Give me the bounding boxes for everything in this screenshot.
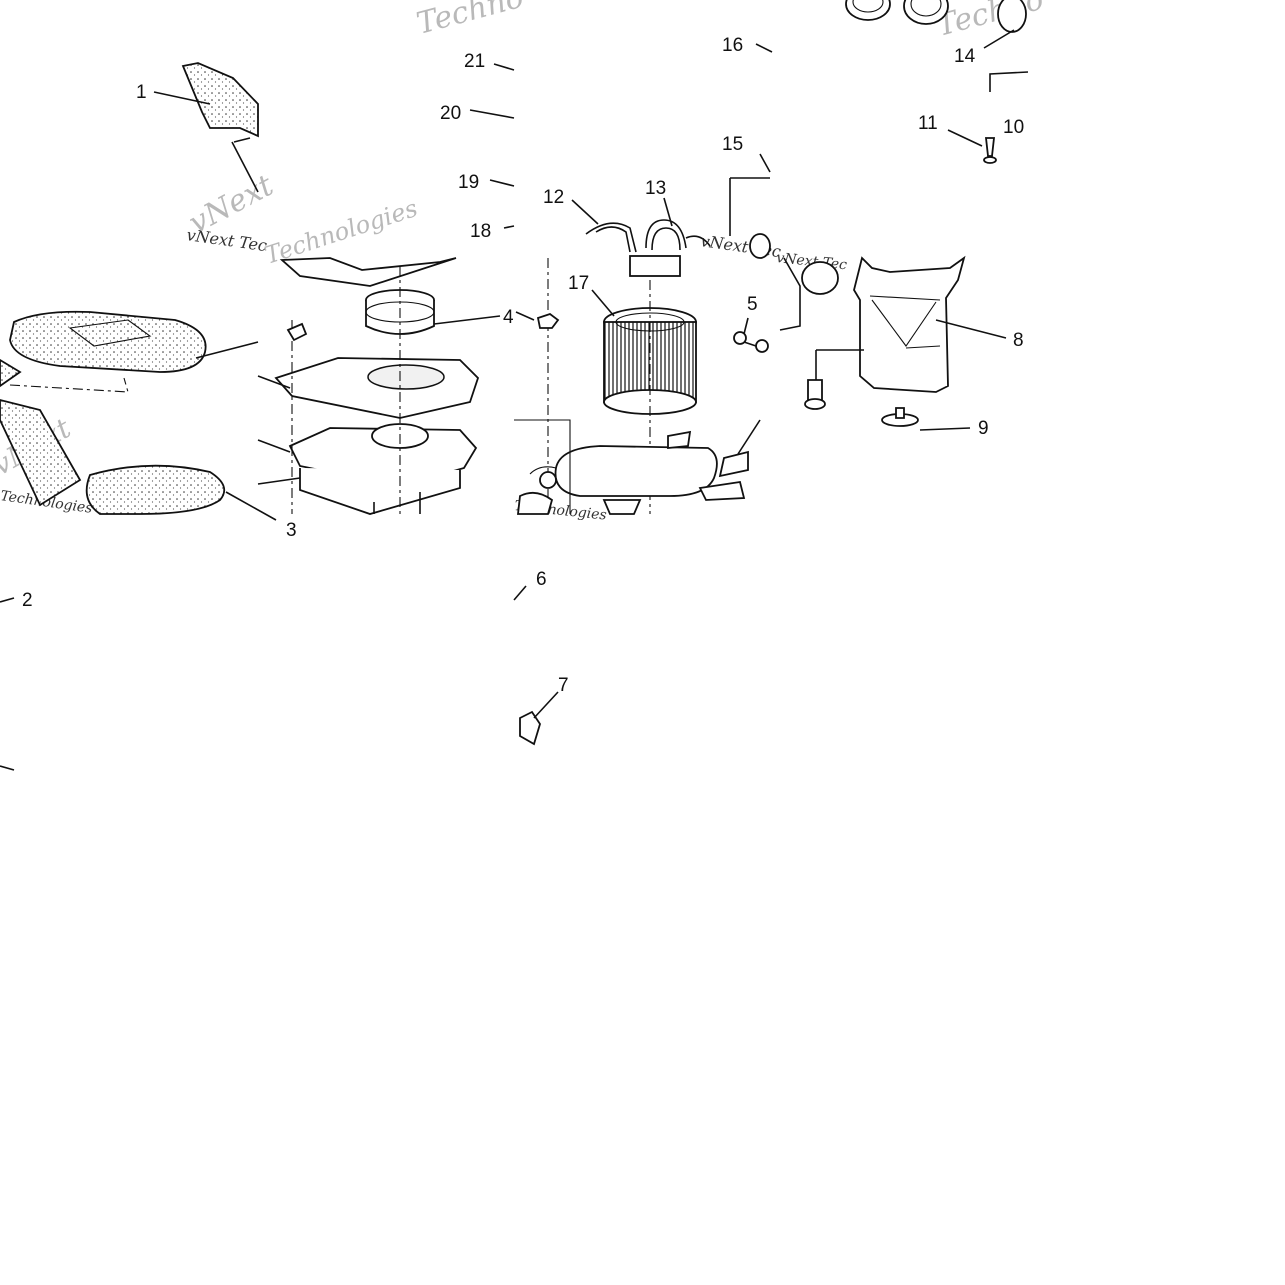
callout-19: 19 — [458, 172, 479, 193]
part-12-13-clamps — [585, 219, 771, 259]
fasteners — [286, 312, 560, 746]
part-17-filter-and-housing — [514, 255, 749, 515]
callout-11: 11 — [918, 113, 938, 134]
callout-21: 21 — [464, 51, 485, 72]
part-8-plenum-box — [779, 255, 966, 427]
callout-15: 15 — [722, 134, 743, 155]
part-1-foam-fin — [181, 62, 259, 193]
callout-3: 3 — [286, 520, 297, 541]
callout-2: 2 — [22, 590, 33, 611]
callout-10: 10 — [1003, 117, 1024, 138]
part-2-foam-pad — [0, 310, 226, 515]
callout-8: 8 — [1013, 330, 1024, 351]
part-5-screw — [733, 331, 769, 353]
watermark: vNext — [183, 167, 280, 241]
callout-18: 18 — [470, 221, 491, 242]
callout-1: 1 — [136, 82, 147, 103]
callout-13: 13 — [645, 178, 666, 199]
callout-16: 16 — [722, 35, 743, 56]
callout-17: 17 — [568, 273, 589, 294]
watermark: Technologies — [261, 194, 421, 270]
callout-20: 20 — [440, 103, 461, 124]
part-14-16-rings — [845, 0, 1029, 164]
callout-12: 12 — [543, 187, 564, 208]
callout-5: 5 — [747, 294, 758, 315]
callout-4: 4 — [503, 307, 514, 328]
part-4-boot-and-plates — [274, 257, 480, 515]
callout-labels: 1 2 3 4 5 6 7 8 9 10 11 12 13 14 15 16 1… — [22, 35, 1024, 696]
callout-6: 6 — [536, 569, 547, 590]
callout-7: 7 — [558, 675, 569, 696]
callout-14: 14 — [954, 46, 976, 67]
callout-9: 9 — [978, 418, 989, 439]
watermark-layer: Techno Techno vNext Tec vNext Tec vNext … — [0, 0, 1047, 524]
watermark: Techno — [413, 0, 527, 42]
leader-lines — [0, 29, 1015, 771]
watermark: Techno — [933, 0, 1047, 44]
